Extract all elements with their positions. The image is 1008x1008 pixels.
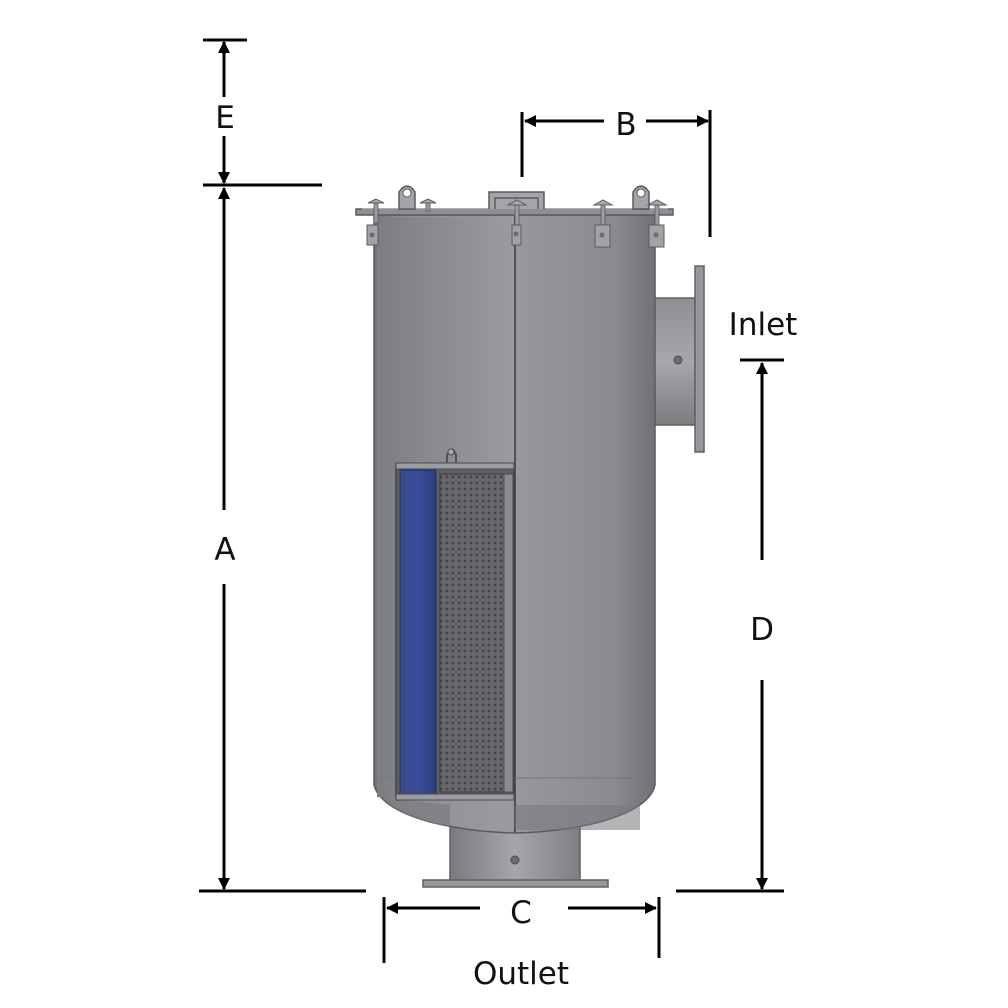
lifting-lug-right [632, 185, 650, 210]
dimension-b-label: B [615, 107, 636, 143]
swing-bolt [419, 198, 437, 212]
dimension-labels: E B A D C Inlet Outlet [214, 100, 797, 992]
dimension-lines [199, 38, 784, 963]
perforated-screen [439, 473, 505, 793]
filter-basket [395, 448, 515, 801]
dimension-c-label: C [510, 895, 532, 931]
swing-bolt [506, 199, 528, 246]
filter-housing [355, 185, 705, 888]
dimension-e-label: E [215, 100, 235, 136]
swing-bolt [592, 199, 614, 248]
lifting-lug-left [398, 185, 416, 210]
dimension-a-label: A [214, 532, 235, 568]
housing-cover [355, 185, 674, 248]
outlet-label: Outlet [473, 956, 569, 992]
filter-media-blue [399, 469, 437, 795]
swing-bolt [366, 198, 385, 246]
dimension-d-label: D [750, 612, 774, 648]
swing-bolt [646, 199, 668, 248]
inlet-label: Inlet [729, 307, 798, 343]
